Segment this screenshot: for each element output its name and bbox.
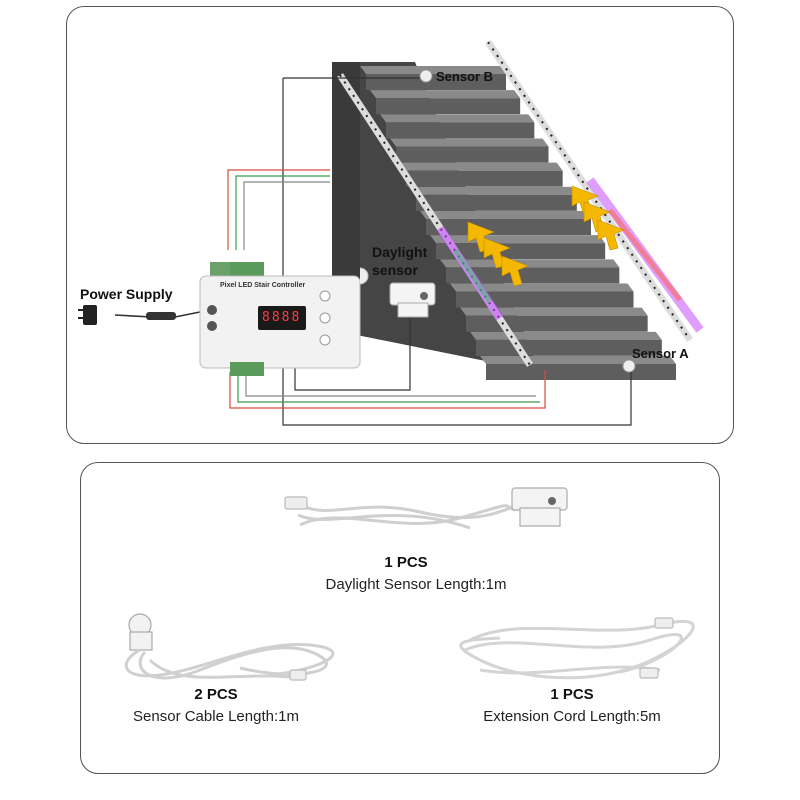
stair-tread <box>390 138 549 147</box>
sensor-b-icon <box>419 69 433 83</box>
motion-arrow-icon <box>501 255 529 287</box>
item-qty: 1 PCS <box>384 554 428 571</box>
daylight-sensor-cable-image <box>284 487 568 530</box>
stair-tread <box>370 90 521 99</box>
led-strip-right <box>485 40 704 342</box>
stair-tread <box>430 235 606 244</box>
motion-arrow-icon <box>597 219 625 251</box>
item-desc: Daylight Sensor Length:1m <box>325 576 507 593</box>
daylight-sensor-device <box>389 282 436 318</box>
motion-arrow-icon <box>483 237 511 269</box>
stair-tread <box>470 331 662 340</box>
power-supply-label: Power Supply <box>80 286 173 302</box>
stair-tread <box>380 114 535 123</box>
stair-tread <box>440 259 620 268</box>
extension-cord-image <box>459 617 695 680</box>
stair-tread <box>460 307 648 316</box>
stair-riser <box>406 170 563 187</box>
stair-controller-device <box>199 262 369 376</box>
sensor-b-label: Sensor B <box>436 69 494 84</box>
wires <box>114 77 632 426</box>
package-contents-panel <box>80 462 720 774</box>
item-qty: 1 PCS <box>550 686 594 703</box>
sensor-a-label: Sensor A <box>632 346 689 361</box>
stair-tread <box>450 283 634 292</box>
controller-title: Pixel LED Stair Controller <box>220 282 306 289</box>
stair-riser <box>456 291 634 308</box>
stair-tread <box>420 211 591 219</box>
stair-riser <box>466 315 648 332</box>
stair-tread <box>360 66 506 74</box>
item-desc: Extension Cord Length:5m <box>483 708 661 725</box>
stair-riser <box>386 122 535 139</box>
stair-riser <box>426 219 591 235</box>
stair-riser <box>376 98 521 115</box>
stair-riser <box>396 146 549 163</box>
daylight-sensor-label-line1: Daylight <box>372 244 428 260</box>
led-strip-left <box>337 73 533 367</box>
stair-riser <box>446 267 620 284</box>
motion-arrows <box>467 185 625 287</box>
stair-riser <box>486 364 676 380</box>
sensor-cable-image <box>124 613 335 681</box>
stair-tread <box>400 162 563 171</box>
stair-riser <box>416 194 577 211</box>
sensor-a-icon <box>622 359 636 373</box>
stair-side-shade <box>332 62 360 338</box>
power-plug-icon <box>78 305 176 325</box>
daylight-sensor-label-line2: sensor <box>372 262 418 278</box>
stair-tread <box>410 186 577 195</box>
item-qty: 2 PCS <box>194 686 238 703</box>
stair-riser <box>436 243 606 260</box>
item-desc: Sensor Cable Length:1m <box>133 708 299 725</box>
controller-display: 8888 <box>262 310 302 325</box>
